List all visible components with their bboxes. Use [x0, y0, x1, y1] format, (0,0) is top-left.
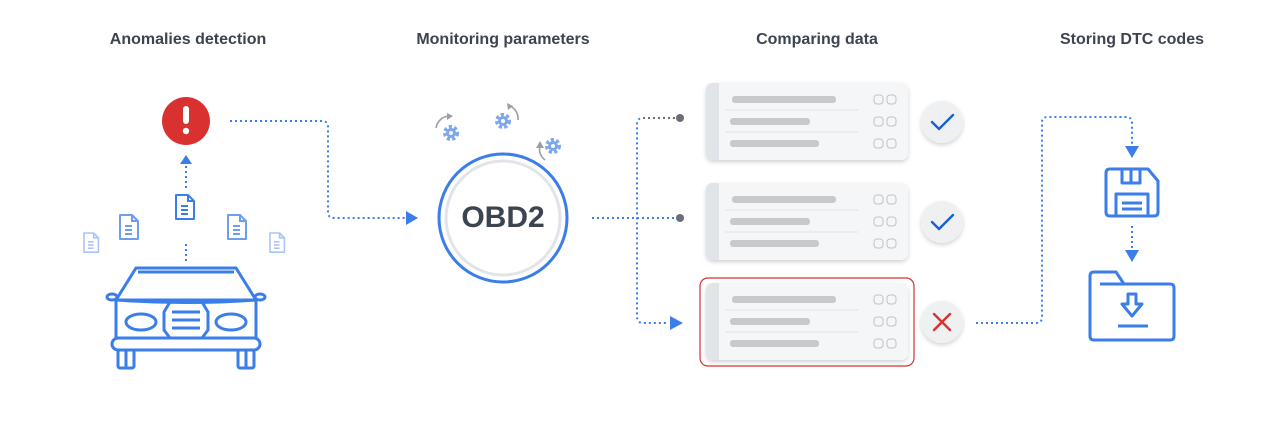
record-card	[699, 277, 915, 367]
field-placeholder	[730, 118, 810, 125]
field-checkbox	[873, 194, 884, 205]
step-title-monitoring: Monitoring parameters	[416, 31, 590, 48]
check-icon	[930, 213, 955, 231]
document-icon-right-2	[269, 232, 286, 253]
field-checkbox	[873, 94, 884, 105]
document-icon-left-2	[83, 232, 100, 253]
card-edge	[706, 83, 719, 160]
document-icon-right-1	[227, 214, 247, 240]
field-checkbox	[886, 116, 897, 127]
connector-fail-to-storage	[976, 116, 1139, 324]
field-placeholder	[732, 296, 836, 303]
car-icon	[105, 266, 267, 370]
field-checkbox	[886, 216, 897, 227]
field-placeholder	[730, 218, 810, 225]
field-checkbox	[886, 94, 897, 105]
gear-icon	[435, 113, 459, 141]
fail-highlight-border	[699, 277, 915, 367]
field-checkbox	[873, 116, 884, 127]
cross-icon	[932, 312, 952, 332]
field-checkbox	[873, 238, 884, 249]
field-placeholder	[732, 96, 836, 103]
connector-obd2-to-records	[592, 114, 684, 330]
document-icon-center	[175, 194, 195, 220]
alert-icon	[162, 97, 210, 145]
field-placeholder	[730, 240, 819, 247]
obd2-hub	[437, 152, 569, 284]
field-placeholder	[730, 340, 819, 347]
field-checkbox	[873, 138, 884, 149]
obd2-label: OBD2	[461, 201, 545, 234]
card-edge	[706, 283, 719, 360]
floppy-disk-icon	[1104, 167, 1160, 218]
gear-icon	[495, 103, 519, 129]
status-badge	[921, 301, 963, 343]
folder-download-icon	[1088, 270, 1176, 342]
field-checkbox	[886, 338, 897, 349]
status-badge	[921, 101, 963, 143]
step-title-anomalies: Anomalies detection	[109, 31, 267, 48]
card-edge	[706, 183, 719, 260]
step-title-storing: Storing DTC codes	[1059, 31, 1205, 48]
step-title-comparing: Comparing data	[756, 31, 878, 48]
field-checkbox	[873, 338, 884, 349]
field-checkbox	[886, 238, 897, 249]
field-checkbox	[886, 194, 897, 205]
field-placeholder	[732, 196, 836, 203]
document-icon-left-1	[119, 214, 139, 240]
status-badge	[921, 201, 963, 243]
arrow-up-connector	[180, 155, 192, 262]
gear-icon	[536, 138, 561, 161]
record-card	[706, 183, 908, 260]
connector-alert-to-obd2	[230, 120, 418, 225]
field-checkbox	[886, 138, 897, 149]
field-placeholder	[730, 140, 819, 147]
field-checkbox	[886, 294, 897, 305]
field-placeholder	[730, 318, 810, 325]
field-checkbox	[873, 316, 884, 327]
check-icon	[930, 113, 955, 131]
record-card	[706, 83, 908, 160]
field-checkbox	[886, 316, 897, 327]
field-checkbox	[873, 216, 884, 227]
field-checkbox	[873, 294, 884, 305]
